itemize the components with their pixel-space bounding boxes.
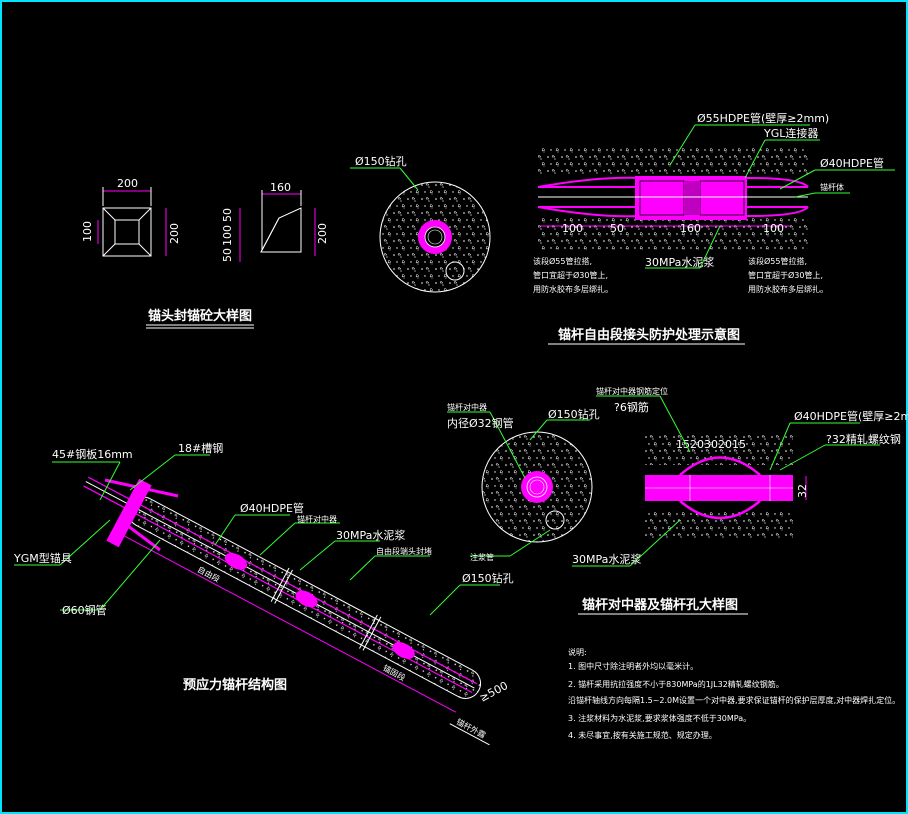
anchor-body-label: 锚杆体 — [820, 182, 844, 192]
seal-trapezoid — [260, 207, 302, 253]
dim-200-top: 200 — [117, 177, 138, 190]
cement-label-3: 30MPa水泥浆 — [645, 255, 714, 269]
title-centralizer: 锚杆对中器及锚杆孔大样图 — [582, 597, 738, 613]
hdpe40-label: Ø40HDPE管 — [820, 156, 884, 170]
title-joint: 锚杆自由段接头防护处理示意图 — [558, 327, 740, 343]
note-right-3: 用防水胶布多层绑扎。 — [748, 284, 828, 294]
dim-100b: 100 — [763, 222, 784, 235]
steel-plate — [106, 478, 152, 548]
hole-section: Ø150钻孔 — [350, 154, 491, 293]
note-1: 1. 图中尺寸除注明者外均以毫米计。 — [568, 661, 698, 671]
title-anchor-structure: 预应力锚杆结构图 — [183, 677, 287, 693]
hole-label-4: Ø150钻孔 — [462, 571, 514, 585]
dims-top-label: 1520302015 — [676, 438, 746, 451]
hole-label-5: Ø150钻孔 — [548, 407, 600, 421]
dim-32-label: 32 — [796, 484, 809, 498]
notes-block: 说明: 1. 图中尺寸除注明者外均以毫米计。 2. 锚杆采用抗拉强度不小于830… — [568, 647, 900, 740]
centralizer-detail: 锚杆对中器 内径Ø32钢管 Ø150钻孔 注浆管 1520302015 32 锚… — [447, 386, 908, 615]
note-right-2: 管口宜超于Ø30管上, — [748, 270, 823, 280]
dim-100-mid: 100 — [221, 225, 234, 246]
dim-160-top: 160 — [270, 181, 291, 194]
ext-len-label: 锚杆外露 — [455, 716, 488, 740]
grout-pipe-label: 注浆管 — [470, 552, 494, 562]
pipe60-label: Ø60钢管 — [62, 603, 107, 617]
dim-100a: 100 — [562, 222, 583, 235]
dim-200-right: 200 — [168, 223, 181, 244]
note-left-3: 用防水胶布多层绑扎。 — [533, 284, 613, 294]
seal-square-outer — [102, 207, 152, 257]
ext-val-label: ≥500 — [477, 679, 510, 705]
note-2b: 沿锚杆轴线方向每隔1.5~2.0M设置一个对中器,要求保证锚杆的保护层厚度,对中… — [568, 695, 900, 705]
seal-square-inner — [114, 219, 140, 245]
dim-50-lower: 50 — [221, 248, 234, 262]
ygl-label: YGL连接器 — [763, 127, 818, 140]
steel18-label: 18#槽钢 — [178, 442, 223, 455]
anchor-head-detail: 200 100 200 160 50 100 50 200 锚头封锚砼大样图 — [81, 177, 329, 329]
cement-label-5: 30MPa水泥浆 — [572, 552, 641, 566]
title-anchor-head: 锚头封锚砼大样图 — [148, 308, 252, 324]
dim-200-trap-right: 200 — [316, 223, 329, 244]
pos-label: 锚杆对中器钢筋定位 — [596, 386, 668, 396]
dim-50: 50 — [610, 222, 624, 235]
inner-pipe-label: 内径Ø32钢管 — [447, 416, 514, 430]
joint-protection-detail: Ø55HDPE管(壁厚≥2mm) YGL连接器 Ø40HDPE管 锚杆体 100… — [533, 111, 895, 345]
hole-label: Ø150钻孔 — [355, 154, 407, 168]
centralizer-label-4: 锚杆对中器 — [297, 514, 337, 524]
hdpe40-label-5: Ø40HDPE管(壁厚≥2mm — [794, 409, 908, 423]
note-left-1: 该段Ø55管拉搭, — [533, 256, 592, 266]
centralizer-label-5: 锚杆对中器 — [447, 402, 487, 412]
steel45-label: 45#钢板16mm — [52, 447, 133, 461]
ygm-label: YGM型锚具 — [13, 551, 72, 565]
dim-100-left: 100 — [81, 221, 94, 242]
note-3: 3. 注浆材料为水泥浆,要求浆体强度不低于30MPa。 — [568, 713, 751, 723]
anchor-structure: 自由段 锚固段 锚杆外露 45#钢板16mm 18#槽钢 YGM型锚具 Ø60钢… — [13, 442, 514, 746]
hdpe40-label-4: Ø40HDPE管 — [240, 501, 304, 515]
dim-160: 160 — [680, 222, 701, 235]
seal-label: 自由段端头封堵 — [376, 546, 432, 556]
rebar-label: ?6钢筋 — [614, 400, 649, 414]
hdpe55-label: Ø55HDPE管(壁厚≥2mm) — [697, 111, 829, 125]
dim-50-upper: 50 — [221, 208, 234, 222]
cement-label-4: 30MPa水泥浆 — [336, 528, 405, 542]
note-2: 2. 锚杆采用抗拉强度不小于830MPa的1JL32精轧螺纹钢筋。 — [568, 679, 784, 689]
note-right-1: 该段Ø55管拉搭, — [748, 256, 807, 266]
note-left-2: 管口宜超于Ø30管上, — [533, 270, 608, 280]
note-4: 4. 未尽事宜,按有关施工规范、规定办理。 — [568, 730, 717, 740]
rod32-label: ?32精轧螺纹钢 — [826, 432, 901, 446]
notes-heading: 说明: — [568, 647, 587, 657]
